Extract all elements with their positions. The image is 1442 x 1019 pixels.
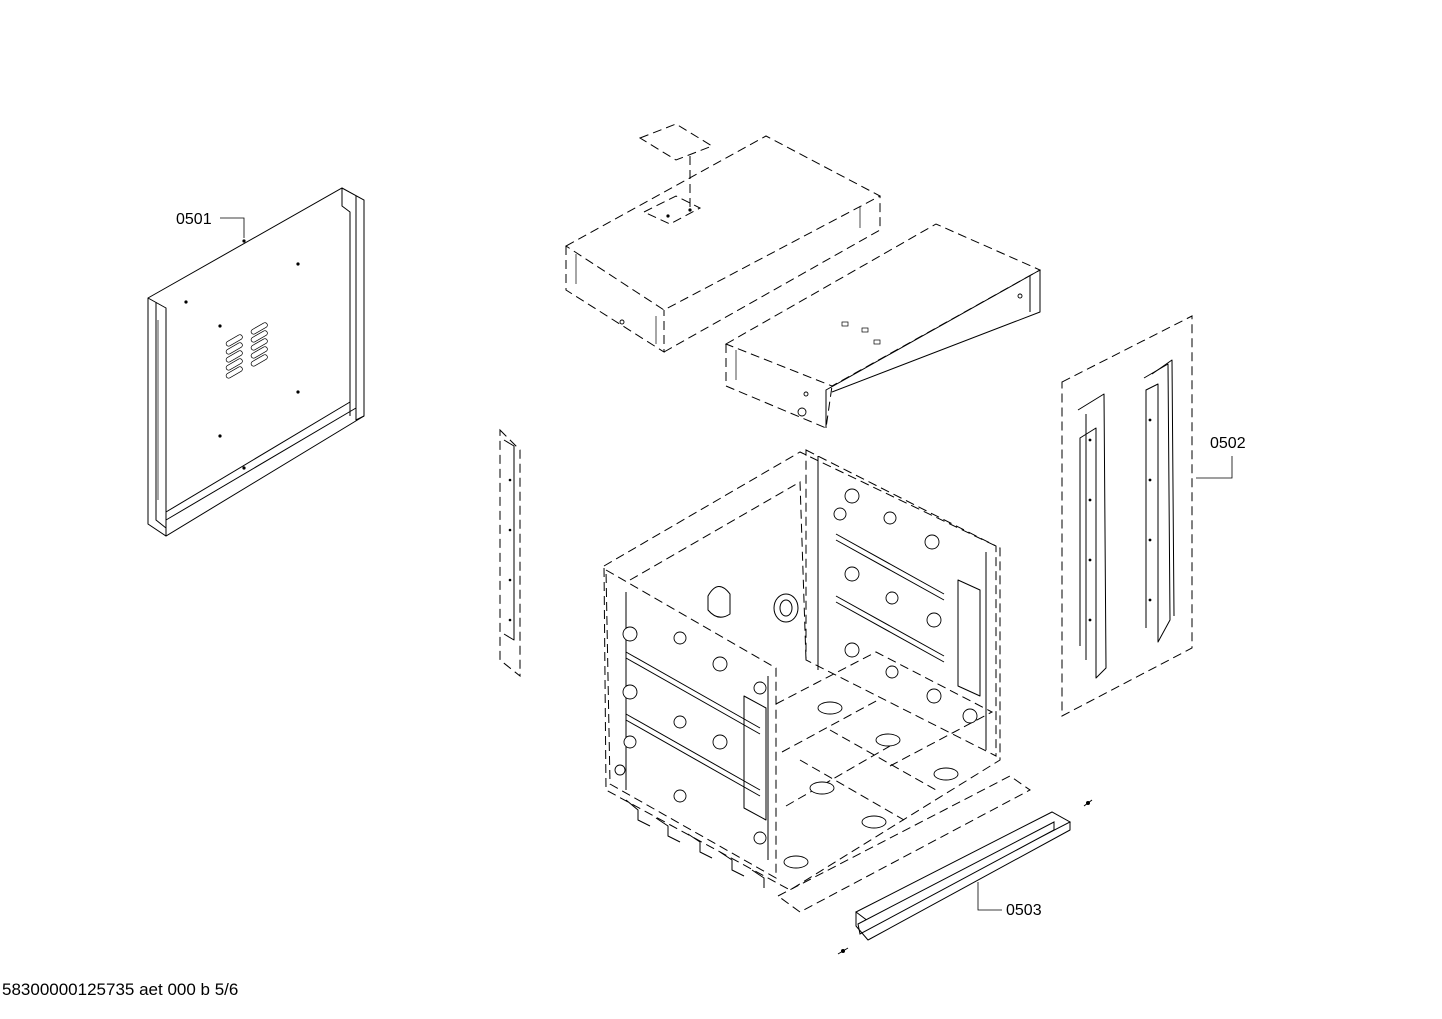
callout-0501: 0501 bbox=[176, 211, 245, 238]
side-strip bbox=[499, 428, 521, 678]
top-cover-assembly bbox=[565, 123, 1042, 429]
rear-panel-0501 bbox=[147, 187, 365, 537]
front-trim-bar-0503 bbox=[777, 775, 1093, 955]
document-id-label: 58300000125735 aet 000 b 5/6 bbox=[2, 980, 239, 999]
svg-text:0502: 0502 bbox=[1210, 435, 1246, 452]
callout-0502: 0502 bbox=[1196, 435, 1246, 479]
side-rails-0502 bbox=[1061, 315, 1193, 717]
oven-cavity-frame bbox=[603, 449, 1001, 891]
svg-text:0503: 0503 bbox=[1006, 902, 1042, 919]
svg-text:0501: 0501 bbox=[176, 211, 212, 228]
vent-louvres bbox=[225, 322, 268, 379]
callout-0503: 0503 bbox=[977, 882, 1042, 919]
